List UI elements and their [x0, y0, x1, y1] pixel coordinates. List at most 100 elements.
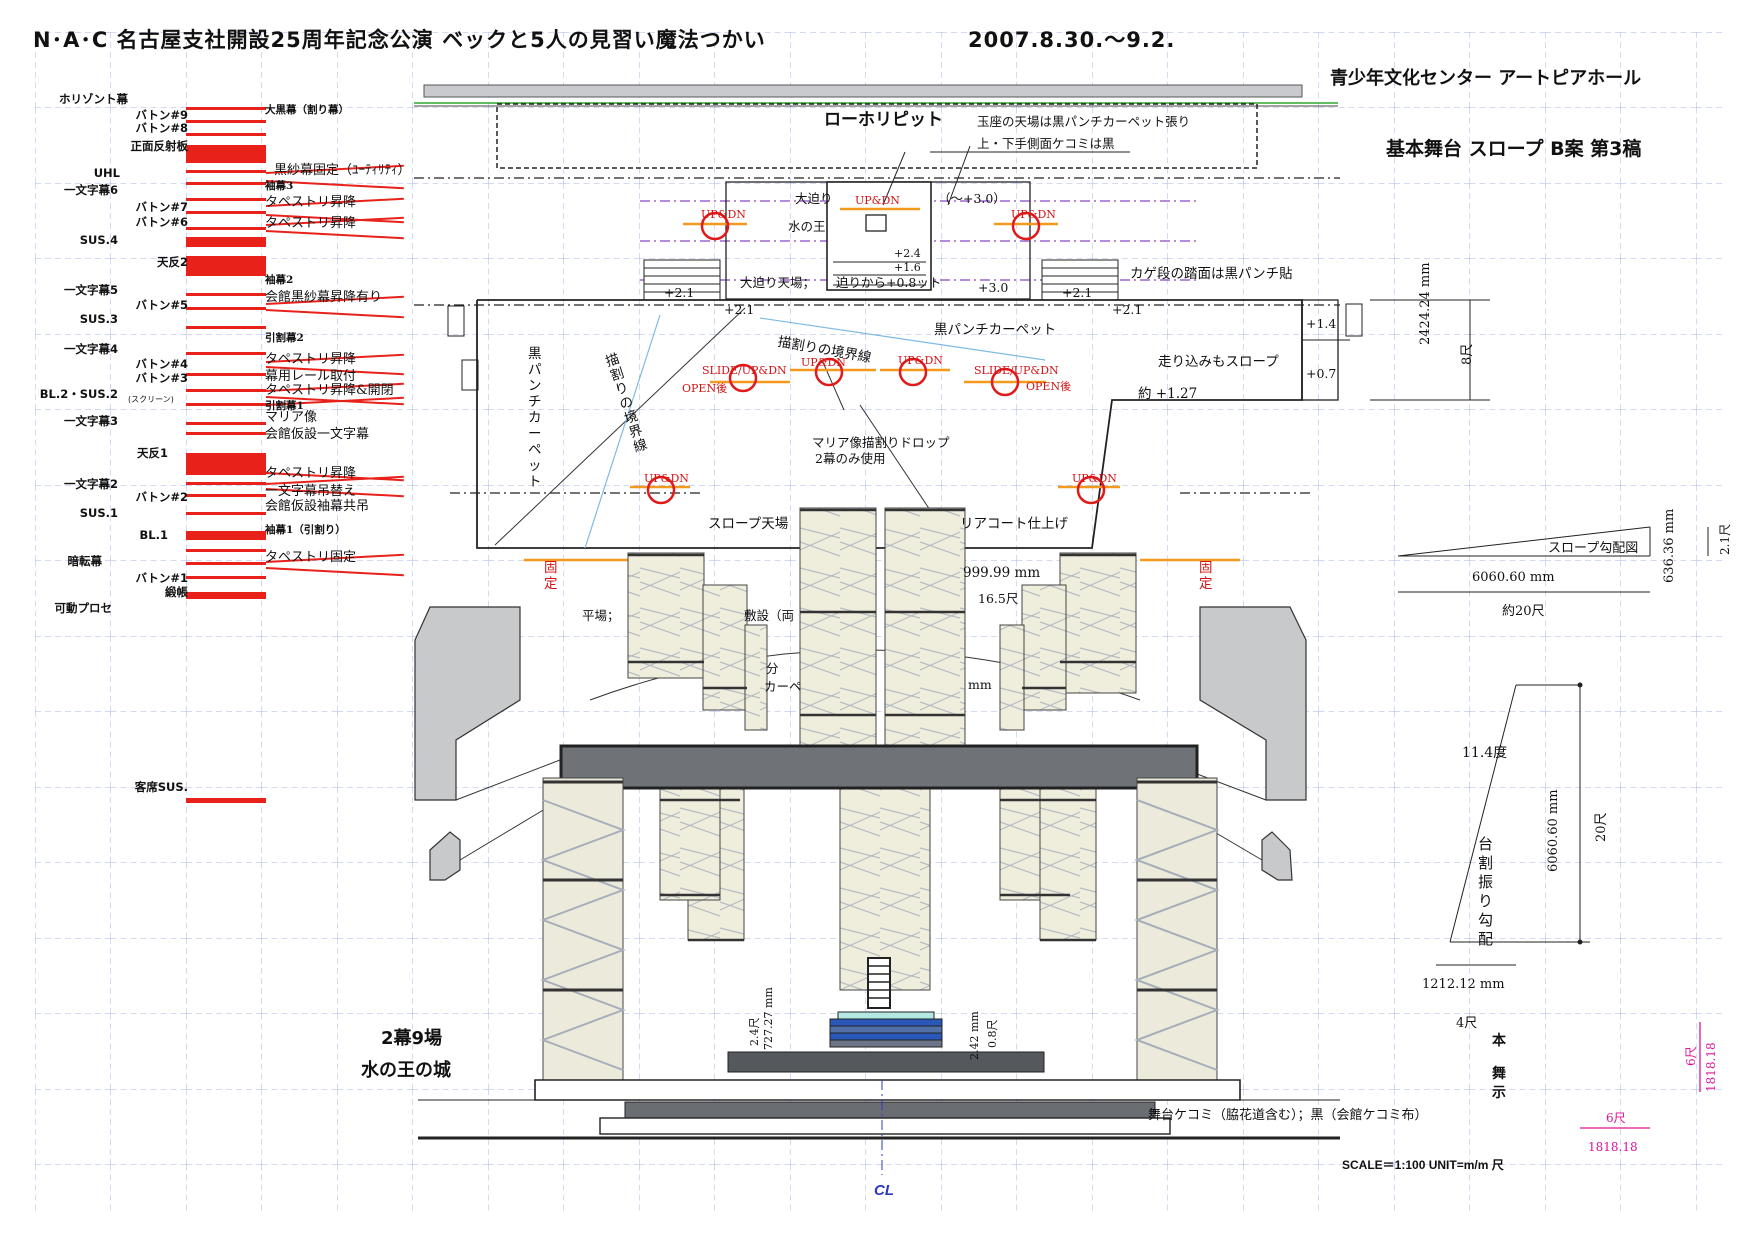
shiki-label: 敷設（両	[744, 608, 795, 623]
batten-bar	[186, 107, 266, 110]
page-dates: 2007.8.30.～9.2.	[968, 28, 1176, 52]
throne-note-2: 上・下手側面ケコミは黒	[977, 136, 1115, 151]
flyline-left-label: バトン#8	[135, 121, 188, 135]
flyline-left-label: バトン#2	[135, 490, 188, 504]
scene-name: 水の王の城	[361, 1060, 451, 1081]
flyline-right-label: 袖幕1（引割り）	[265, 524, 346, 536]
batten-bar	[186, 592, 266, 599]
scale-note: SCALE＝1:100 UNIT=m/m 尺	[1342, 1158, 1504, 1172]
flyline-left-label: ホリゾント幕	[59, 92, 128, 106]
centre-line-label: CL	[874, 1182, 894, 1199]
batten-bar	[186, 432, 266, 435]
plus-3-0: +3.0	[978, 280, 1009, 295]
dim-999: 999.99 mm	[963, 565, 1041, 581]
lift-plus-08: 迫りから+0.8ット	[836, 275, 942, 290]
flyline-left-label: SUS.4	[79, 233, 118, 247]
right-dim-2: 0.8尺	[986, 1019, 999, 1049]
plus-2-1-b: +2.1	[724, 302, 755, 317]
h-8shaku: 8尺	[1460, 343, 1475, 365]
flyline-left-label: 一文字幕5	[63, 283, 118, 297]
page-title: N･A･C 名古屋支社開設25周年記念公演 ベックと5人の見習い魔法つかい	[33, 28, 766, 52]
big-lift-label: 大迫り	[795, 191, 833, 206]
base-4: 4尺	[1456, 1016, 1478, 1031]
fixed-right: 固定	[1199, 560, 1213, 592]
flat-label: 平場；	[582, 608, 620, 623]
scene-number: 2幕9場	[381, 1028, 443, 1049]
slope-21: 2.1尺	[1718, 523, 1732, 555]
slide-updn-1: SLIDE/UP&DN	[702, 364, 787, 377]
dim-165: 16.5尺	[978, 591, 1019, 606]
big-lift-top: 大迫り天場；	[740, 275, 816, 290]
updn-1: UP&DN	[701, 208, 746, 221]
flyline-left-label: バトン#7	[135, 200, 188, 214]
black-centre-lines	[414, 177, 1340, 494]
plus-1-6: +1.6	[894, 261, 921, 274]
ji-char: 示	[1492, 1085, 1506, 1101]
lowhori-label: ローホリピット	[824, 110, 943, 130]
batten-bar	[186, 531, 266, 540]
batten-bar	[186, 145, 266, 163]
batten-bar	[186, 120, 266, 123]
lowhori-pit	[496, 103, 1258, 169]
flyline-left-label: 一文字幕2	[63, 477, 118, 491]
slope-636: 636.36 mm	[1662, 508, 1677, 583]
flyline-left-label: バトン#4	[135, 357, 188, 371]
flyline-right-label: 袖幕3	[265, 180, 294, 192]
water-king-label: 水の王	[788, 219, 826, 234]
flyline-right-label: マリア像	[265, 410, 318, 425]
approx-label: 約 +1.27	[1138, 386, 1198, 402]
flyline-left-label: (スクリーン)	[128, 395, 174, 404]
flyline-left-label: バトン#5	[135, 298, 188, 312]
updn-3: UP&DN	[801, 356, 846, 369]
flyline-left-label: バトン#9	[135, 108, 188, 122]
batten-bar	[186, 453, 266, 475]
plus-2-1-a: +2.1	[664, 285, 695, 300]
flyline-right-label: タペストリ昇降	[265, 216, 357, 231]
black-carpet-vertical: 黒パンチカーペット	[528, 346, 542, 490]
batten-bar	[186, 494, 266, 497]
flyline-right-label: 袖幕2	[265, 274, 294, 286]
slope-6060: 6060.60 mm	[1472, 570, 1555, 585]
scale-bars	[1580, 1022, 1701, 1129]
batten-bar	[186, 422, 266, 425]
batten-bar	[186, 211, 266, 214]
proscenium-wings	[414, 606, 1307, 801]
flyline-left-label: SUS.1	[79, 506, 118, 520]
flyline-right-label: 大黒幕（割り幕）	[265, 104, 349, 116]
side-steps	[643, 259, 1119, 301]
maria-drop-1: マリア像描割りドロップ	[812, 435, 950, 450]
bun-label: 分	[766, 661, 779, 676]
batten-bar	[186, 307, 266, 310]
batten-bar	[186, 576, 266, 579]
plus-0-7: +0.7	[1306, 366, 1337, 381]
updn-6: UP&DN	[1072, 472, 1117, 485]
batten-bar	[186, 403, 266, 406]
flyline-right-label: 会館仮設一文字幕	[265, 427, 370, 442]
updn-markers	[524, 207, 1240, 562]
scale-6b: 6尺	[1606, 1111, 1626, 1125]
batten-bar	[186, 170, 266, 173]
open-after-2: OPEN後	[1026, 380, 1072, 393]
batten-bar	[186, 237, 266, 247]
base-1212: 1212.12 mm	[1422, 977, 1505, 992]
batten-bar	[186, 182, 266, 185]
flyline-left-label: バトン#6	[135, 215, 188, 229]
flyline-right-label: タペストリ固定	[265, 550, 357, 565]
flyline-left-label: 天反1	[136, 446, 168, 460]
hon-char: 本	[1492, 1033, 1506, 1049]
plus-2-4: +2.4	[894, 247, 921, 260]
open-after-1: OPEN後	[682, 382, 728, 395]
flyline-right-label: 会館黒紗幕昇降有り	[265, 290, 383, 305]
updn-5: UP&DN	[644, 472, 689, 485]
right-dim-1: 2.42 mm	[968, 1011, 981, 1060]
scale-6a: 6尺	[1684, 1046, 1698, 1066]
flyline-left-label: バトン#3	[135, 371, 188, 385]
slope-20: 約20尺	[1502, 604, 1545, 619]
flyline-left-label: SUS.3	[79, 312, 118, 326]
updn-2: UP&DN	[1011, 208, 1056, 221]
throne-box	[826, 181, 932, 291]
throne-note-1: 玉座の天場は黒パンチカーペット張り	[977, 114, 1191, 129]
flyline-right-label: 幕用レール取付	[265, 369, 357, 384]
